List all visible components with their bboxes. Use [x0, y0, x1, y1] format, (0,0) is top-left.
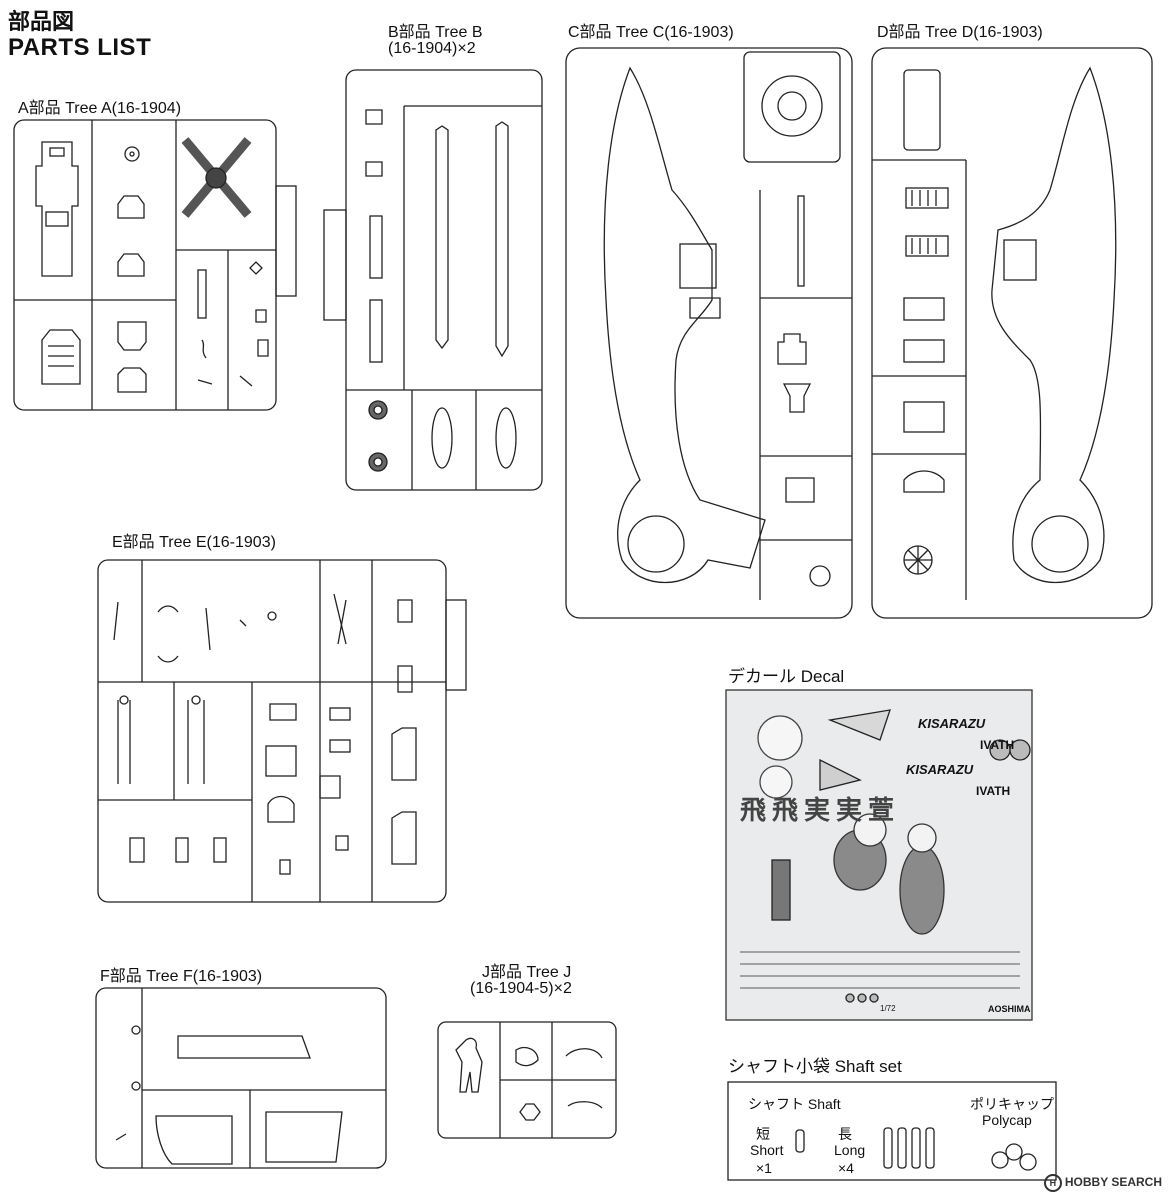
shaft-set-box — [727, 1081, 1057, 1181]
tree-d-frame — [871, 47, 1153, 619]
decal-text-kisarazu-1: KISARAZU — [918, 716, 986, 731]
tree-e-label: E部品 Tree E(16-1903) — [112, 534, 276, 551]
tree-b-label: B部品 Tree B — [388, 24, 483, 41]
short-en: Short — [750, 1142, 784, 1158]
decal-text-kanji: 飛飛実実萱 — [740, 796, 901, 826]
tree-c-parts — [603, 66, 831, 587]
tree-c-label: C部品 Tree C(16-1903) — [568, 24, 734, 41]
tree-j-parts — [455, 1037, 603, 1121]
long-en: Long — [834, 1142, 866, 1158]
tree-a-label: A部品 Tree A(16-1904) — [18, 100, 182, 117]
page-title-en: PARTS LIST — [8, 34, 152, 61]
decal-text-maker: AOSHIMA — [988, 1004, 1031, 1014]
long-jp: 長 — [838, 1126, 852, 1142]
decal-sheet — [725, 689, 1033, 1021]
shaft-set-title: シャフト小袋 Shaft set — [728, 1057, 902, 1076]
tree-a-parts — [35, 137, 269, 393]
tree-c-frame — [565, 47, 853, 619]
tree-b-sub: (16-1904)×2 — [388, 40, 476, 57]
decal-text-ivath-1: IVATH — [980, 738, 1015, 752]
tree-f-parts — [115, 1025, 343, 1165]
tree-b-frame — [323, 69, 543, 491]
tree-j-sub: (16-1904-5)×2 — [470, 980, 572, 997]
tree-b-parts — [365, 109, 517, 472]
tree-j-frame — [437, 1021, 617, 1139]
decal-text-ivath-2: IVATH — [976, 784, 1011, 798]
shaft-label: シャフト Shaft — [748, 1096, 841, 1112]
tree-f-label: F部品 Tree F(16-1903) — [100, 968, 263, 985]
tree-d-label: D部品 Tree D(16-1903) — [877, 24, 1043, 41]
tree-a-frame — [13, 119, 297, 411]
decal-text-scale: 1/72 — [880, 1004, 896, 1013]
page-title-jp: 部品図 — [8, 9, 75, 34]
watermark-logo-icon: H — [1043, 1174, 1062, 1192]
tree-j-label: J部品 Tree J — [482, 964, 572, 981]
tree-f-frame — [95, 987, 387, 1169]
polycap-jp: ポリキャップ — [970, 1096, 1054, 1112]
short-qty: ×1 — [756, 1160, 772, 1176]
long-qty: ×4 — [838, 1160, 854, 1176]
polycap-en: Polycap — [982, 1112, 1032, 1128]
tree-d-parts — [903, 66, 1117, 583]
tree-e-frame — [97, 559, 467, 903]
decal-title: デカール Decal — [728, 667, 845, 686]
decal-text-kisarazu-2: KISARAZU — [906, 762, 974, 777]
short-jp: 短 — [756, 1126, 770, 1142]
watermark-text: HOBBY SEARCH — [1064, 1175, 1162, 1190]
tree-e-parts — [113, 593, 417, 875]
